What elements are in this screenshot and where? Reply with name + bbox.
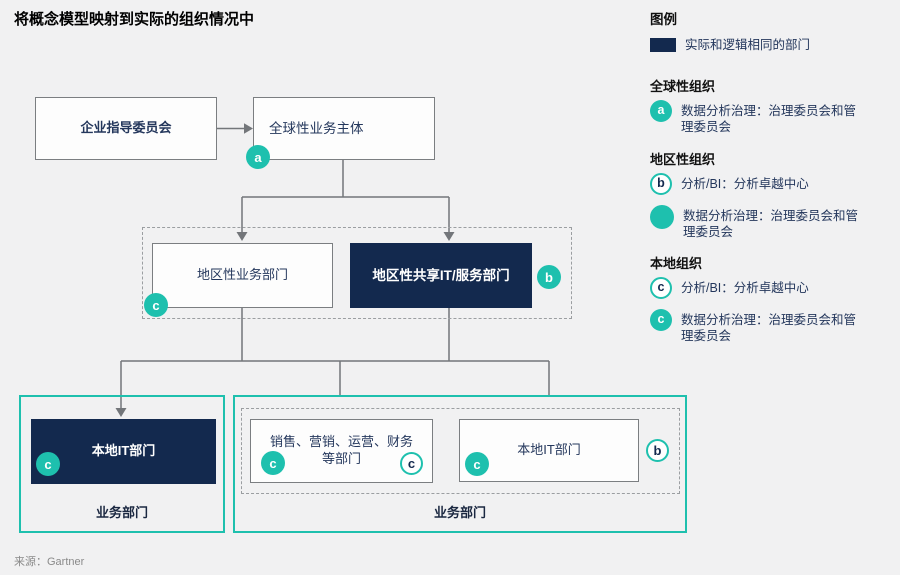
badge-b-ring-legend: b [650, 172, 672, 195]
node-regional-business-dept-label: 地区性业务部门 [196, 267, 288, 283]
badge-b-regional-shared-it: b [537, 265, 561, 289]
badge-c-functions-governance: c [261, 451, 285, 475]
node-local-it-dept-left-label: 本地IT部门 [91, 443, 156, 459]
legend-item-local-bi-label: 分析/BI：分析卓越中心 [681, 280, 809, 295]
business-unit-left-container [19, 395, 225, 533]
node-regional-business-dept: 地区性业务部门 [152, 243, 333, 308]
badge-c-regional-business: c [144, 293, 168, 317]
node-steering-committee: 企业指导委员会 [35, 97, 217, 160]
badge-c-functions-bi: c [400, 452, 423, 475]
legend-item-regional-governance-label: 数据分析治理：治理委员会和管理委员会 [683, 208, 859, 240]
node-local-it-dept-left: 本地IT部门 [31, 419, 216, 484]
regional-dashed-group [142, 227, 572, 319]
legend-item-local-bi: c 分析/BI：分析卓越中心 [650, 276, 870, 299]
legend-panel: 图例 实际和逻辑相同的部门 全球性组织 a 数据分析治理：治理委员会和管理委员会… [650, 8, 870, 345]
node-local-it-dept-right: 本地IT部门 [459, 419, 639, 482]
legend-same-dept-row: 实际和逻辑相同的部门 [650, 37, 870, 54]
node-global-business-entity-label: 全球性业务主体 [269, 120, 364, 136]
node-regional-shared-it-dept-label: 地区性共享IT/服务部门 [372, 267, 510, 283]
node-steering-committee-label: 企业指导委员会 [80, 120, 172, 136]
node-global-business-entity: 全球性业务主体 [253, 97, 435, 160]
legend-group-regional-heading: 地区性组织 [650, 151, 716, 167]
page-title: 将概念模型映射到实际的组织情况中 [14, 11, 255, 28]
business-dept-left-label: 业务部门 [95, 505, 148, 520]
legend-item-regional-bi: b 分析/BI：分析卓越中心 [650, 172, 870, 195]
node-functions-dept-label: 销售、营销、运营、财务等部门 [269, 434, 413, 466]
source-credit: 来源：Gartner [14, 556, 85, 568]
badge-c-ring-legend: c [650, 276, 672, 299]
legend-item-global-governance-label: 数据分析治理：治理委员会和管理委员会 [681, 103, 857, 135]
legend-group-local-heading: 本地组织 [650, 255, 703, 271]
badge-c-solid-legend: c [650, 308, 672, 331]
node-regional-shared-it-dept: 地区性共享IT/服务部门 [350, 243, 532, 308]
badge-b-local-group: b [646, 439, 669, 462]
business-dept-right-label: 业务部门 [433, 505, 486, 520]
badge-a-global-entity: a [246, 145, 270, 169]
business-unit-right-container [233, 395, 687, 533]
legend-item-regional-bi-label: 分析/BI：分析卓越中心 [681, 176, 809, 191]
teal-dot-legend [650, 204, 674, 229]
node-local-it-dept-right-label: 本地IT部门 [517, 442, 581, 458]
legend-same-dept-label: 实际和逻辑相同的部门 [685, 38, 811, 52]
footer-strip [0, 575, 900, 583]
legend-group-global-heading: 全球性组织 [650, 78, 716, 94]
badge-a-legend: a [650, 99, 672, 122]
legend-item-local-governance-label: 数据分析治理：治理委员会和管理委员会 [681, 312, 857, 344]
badge-c-local-it-right: c [465, 452, 489, 476]
local-dashed-group [241, 408, 680, 494]
legend-item-regional-governance: 数据分析治理：治理委员会和管理委员会 [650, 204, 870, 241]
legend-item-global-governance: a 数据分析治理：治理委员会和管理委员会 [650, 99, 870, 136]
navy-swatch [650, 38, 676, 53]
badge-c-local-it-left: c [36, 452, 60, 476]
legend-heading: 图例 [650, 12, 677, 27]
legend-item-local-governance: c 数据分析治理：治理委员会和管理委员会 [650, 308, 870, 345]
